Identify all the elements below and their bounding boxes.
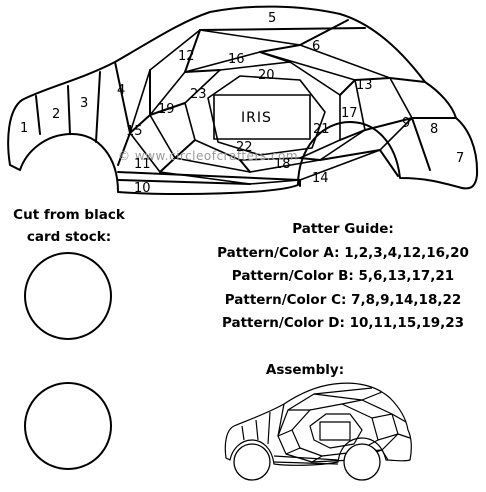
cut-instructions: Cut from black card stock: bbox=[4, 204, 134, 248]
wheel-circle-front bbox=[24, 252, 112, 340]
piece-number-19: 19 bbox=[158, 102, 175, 117]
guide-row-c-pieces: 7,8,9,14,18,22 bbox=[351, 291, 462, 308]
piece-number-5: 5 bbox=[268, 11, 276, 26]
guide-row-a: Pattern/Color A: 1,2,3,4,12,16,20 bbox=[200, 242, 486, 266]
guide-row-b: Pattern/Color B: 5,6,13,17,21 bbox=[200, 265, 486, 289]
wheel-circle-rear bbox=[24, 382, 112, 470]
piece-number-21: 21 bbox=[313, 122, 330, 137]
guide-row-b-label: Pattern/Color B: bbox=[231, 268, 354, 284]
piece-number-14: 14 bbox=[312, 171, 329, 186]
guide-row-d-pieces: 10,11,15,19,23 bbox=[349, 315, 465, 331]
guide-row-a-pieces: 1,2,3,4,12,16,20 bbox=[344, 244, 469, 261]
assembly-title: Assembly: bbox=[265, 362, 345, 378]
piece-number-16: 16 bbox=[228, 52, 245, 67]
piece-number-15: 15 bbox=[126, 124, 143, 139]
piece-number-6: 6 bbox=[312, 39, 320, 54]
assembly-car-illustration bbox=[224, 382, 412, 481]
piece-number-9: 9 bbox=[402, 116, 410, 131]
pattern-guide-title: Patter Guide: bbox=[292, 221, 394, 237]
wheel-cutouts bbox=[24, 252, 112, 470]
assembly-front-wheel bbox=[233, 443, 271, 481]
guide-row-d: Pattern/Color D: 10,11,15,19,23 bbox=[200, 312, 486, 336]
piece-number-1: 1 bbox=[20, 121, 28, 136]
guide-row-c: Pattern/Color C: 7,8,9,14,18,22 bbox=[200, 289, 486, 313]
piece-number-2: 2 bbox=[52, 107, 60, 122]
guide-row-d-label: Pattern/Color D: bbox=[221, 315, 345, 331]
piece-number-18: 18 bbox=[274, 157, 291, 172]
cut-instructions-line1: Cut from black bbox=[13, 207, 125, 223]
piece-number-22: 22 bbox=[236, 140, 253, 155]
pattern-guide: Patter Guide: Pattern/Color A: 1,2,3,4,1… bbox=[200, 218, 486, 336]
guide-row-b-pieces: 5,6,13,17,21 bbox=[358, 268, 455, 284]
piece-number-13: 13 bbox=[356, 78, 373, 93]
car-pattern-template: © www.circleofcrafters.com 1 2 3 4 5 6 7… bbox=[7, 5, 479, 196]
piece-number-20: 20 bbox=[258, 68, 275, 83]
piece-number-3: 3 bbox=[80, 96, 88, 111]
piece-number-4: 4 bbox=[117, 83, 125, 98]
piece-number-7: 7 bbox=[456, 151, 464, 166]
piece-number-10: 10 bbox=[134, 181, 151, 196]
guide-row-c-label: Pattern/Color C: bbox=[224, 291, 347, 308]
guide-row-a-label: Pattern/Color A: bbox=[217, 244, 340, 261]
piece-number-12: 12 bbox=[178, 49, 195, 64]
piece-number-17: 17 bbox=[341, 106, 358, 121]
piece-number-23: 23 bbox=[190, 87, 207, 102]
watermark-text: © www.circleofcrafters.com bbox=[118, 149, 298, 163]
piece-number-11: 11 bbox=[134, 157, 151, 172]
cut-instructions-line2: card stock: bbox=[26, 229, 112, 245]
assembly-rear-wheel bbox=[343, 443, 381, 481]
iris-center-label: IRIS bbox=[241, 110, 272, 126]
piece-number-8: 8 bbox=[430, 122, 438, 137]
